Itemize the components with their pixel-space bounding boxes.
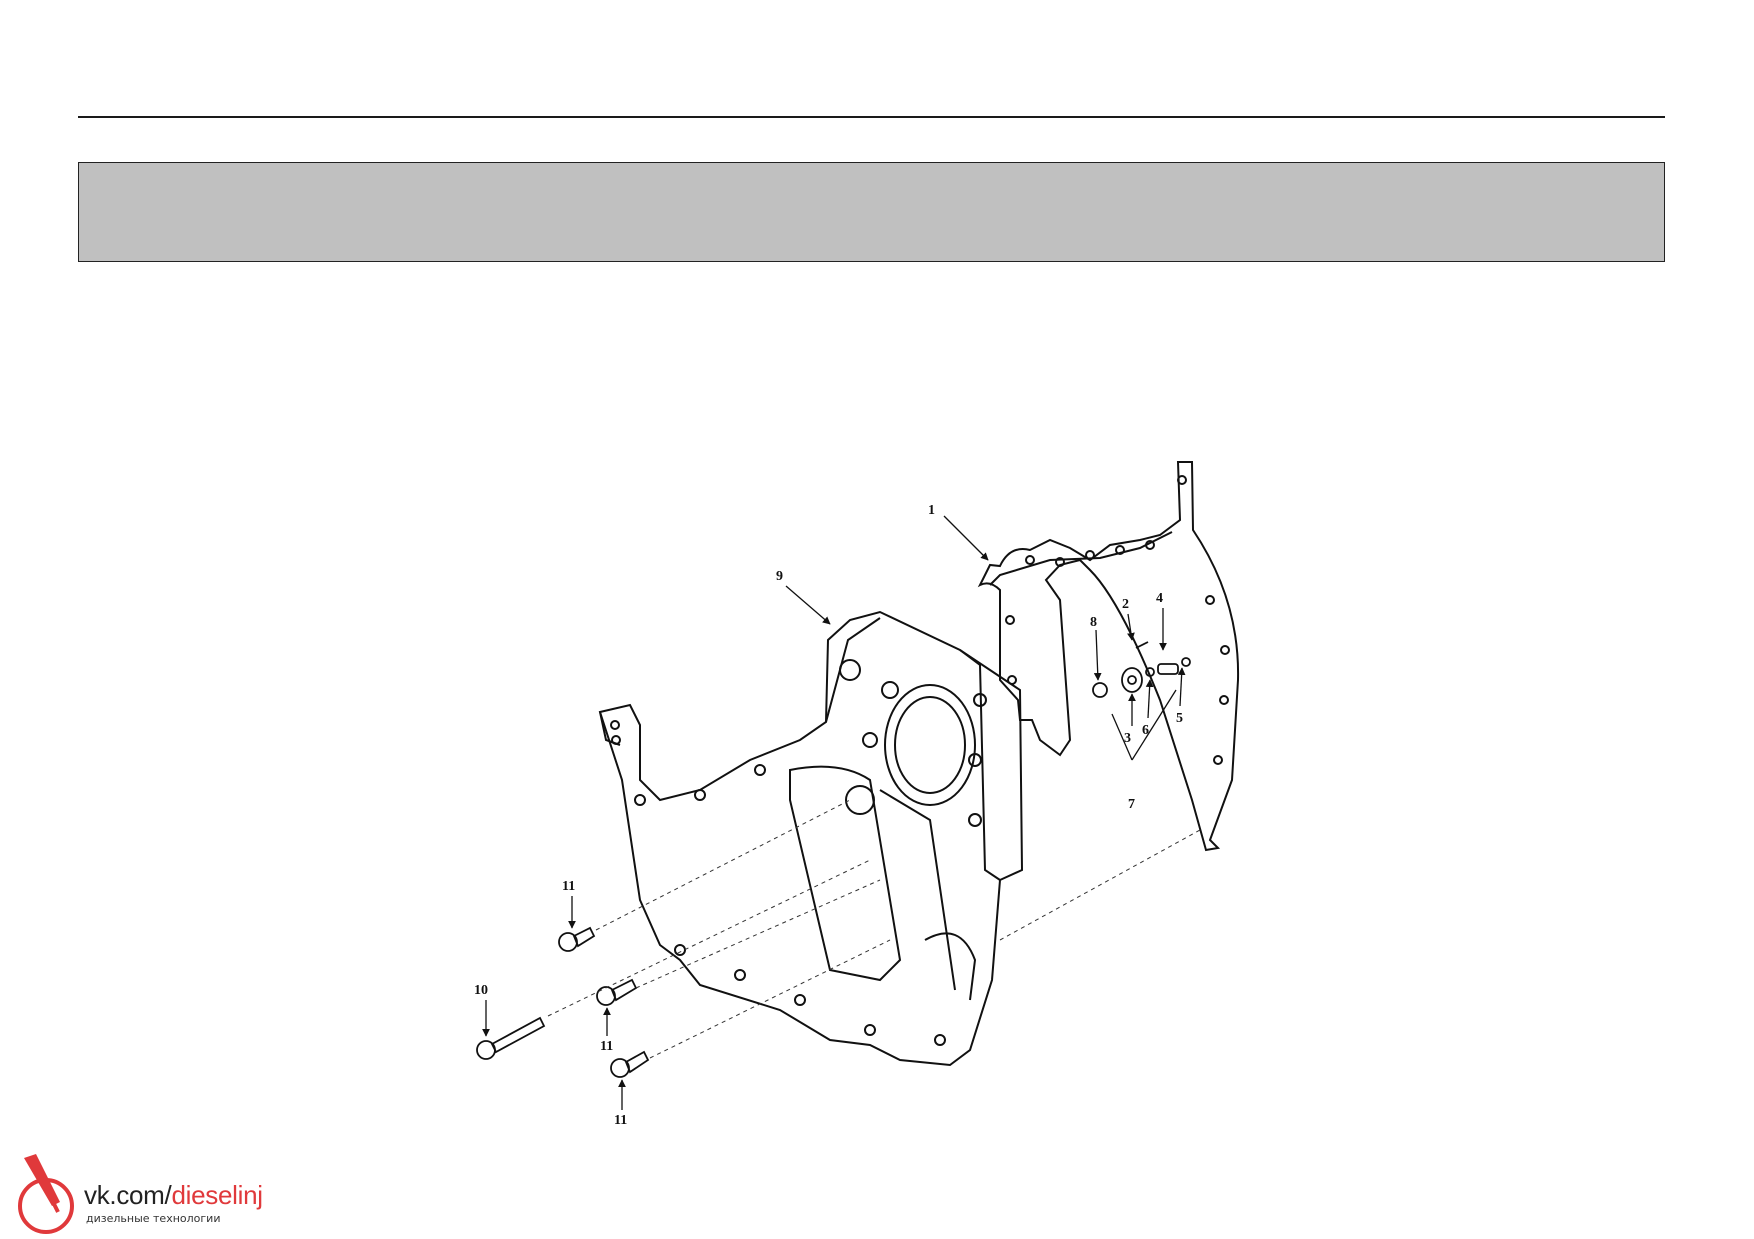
bolt-10 <box>476 1016 546 1060</box>
callout-11-a: 11 <box>562 879 575 894</box>
callout-6: 6 <box>1142 723 1149 738</box>
gasket-part <box>977 461 1240 852</box>
callout-3: 3 <box>1124 731 1131 746</box>
watermark-subtitle: дизельные технологии <box>86 1212 221 1225</box>
bolt-11-b <box>596 978 638 1006</box>
injector-logo-icon <box>18 1154 74 1234</box>
bolt-11-a <box>558 926 596 952</box>
callout-5: 5 <box>1176 711 1183 726</box>
header-rule <box>78 116 1665 118</box>
front-cover-part <box>598 610 1024 1067</box>
callout-4: 4 <box>1156 591 1163 606</box>
callout-10: 10 <box>474 983 488 998</box>
alignment-lines <box>547 799 1201 1059</box>
watermark: vk.com/dieselinj дизельные технологии <box>14 1150 304 1234</box>
callout-11-c: 11 <box>614 1113 627 1128</box>
valve-parts-cluster <box>1092 641 1191 698</box>
leader-lines <box>482 515 1186 1110</box>
watermark-url-accent: dieselinj <box>171 1180 263 1210</box>
callout-7-lines <box>1111 689 1177 761</box>
callout-11-b: 11 <box>600 1039 613 1054</box>
callout-2: 2 <box>1122 597 1129 612</box>
watermark-url: vk.com/dieselinj <box>84 1180 263 1211</box>
callout-8: 8 <box>1090 615 1097 630</box>
bolt-11-c <box>610 1050 650 1078</box>
title-banner <box>78 162 1665 262</box>
callout-7: 7 <box>1128 797 1135 812</box>
callout-9: 9 <box>776 569 783 584</box>
callout-1: 1 <box>928 503 935 518</box>
watermark-url-prefix: vk.com/ <box>84 1180 172 1210</box>
